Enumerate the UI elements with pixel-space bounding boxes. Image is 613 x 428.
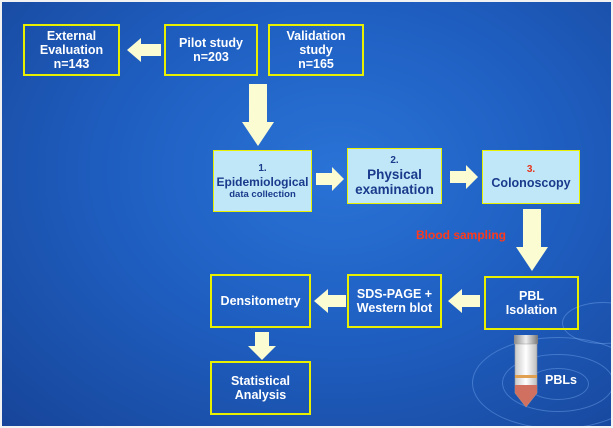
- sds-page-box: SDS-PAGE + Western blot: [347, 274, 442, 328]
- blood-sampling-label: Blood sampling: [416, 228, 506, 242]
- pbl-line2: Isolation: [505, 303, 558, 317]
- arrow-physical-to-colonoscopy: [450, 165, 478, 189]
- external-line2: Evaluation: [39, 43, 104, 57]
- arrow-pbl-to-sds: [448, 289, 480, 313]
- epidemiological-box: 1. Epidemiological data collection: [213, 150, 312, 212]
- external-evaluation-box: External Evaluation n=143: [23, 24, 120, 76]
- epi-number: 1.: [258, 162, 267, 174]
- ripple-decoration: [502, 354, 611, 412]
- statistical-line2: Analysis: [234, 388, 287, 402]
- external-line3: n=143: [53, 57, 90, 71]
- pbl-isolation-box: PBL Isolation: [484, 276, 579, 330]
- arrow-colonoscopy-to-pbl: [516, 209, 548, 271]
- arrow-pilot-to-external: [127, 38, 161, 62]
- sds-line1: SDS-PAGE +: [356, 287, 433, 301]
- validation-line1: Validation: [286, 29, 346, 43]
- pilot-line1: Pilot study: [179, 36, 243, 50]
- colonoscopy-box: 3. Colonoscopy: [482, 150, 580, 204]
- colonoscopy-line1: Colonoscopy: [491, 176, 571, 190]
- external-line1: External: [46, 29, 97, 43]
- validation-line2: study: [299, 43, 333, 57]
- validation-study-box: Validation study n=165: [268, 24, 364, 76]
- physical-number: 2.: [390, 155, 399, 166]
- densitometry-box: Densitometry: [210, 274, 311, 328]
- ripple-decoration: [472, 337, 611, 426]
- arrow-sds-to-densitometry: [314, 289, 346, 313]
- pilot-study-box: Pilot study n=203: [164, 24, 258, 76]
- physical-line1: Physical: [367, 167, 422, 182]
- arrow-densitometry-to-statistical: [248, 332, 276, 360]
- statistical-line1: Statistical: [230, 374, 291, 388]
- epi-line2: data collection: [229, 188, 296, 200]
- pbls-label: PBLs: [545, 373, 577, 387]
- test-tube-icon: [514, 335, 538, 408]
- sds-line2: Western blot: [356, 301, 433, 315]
- validation-line3: n=165: [298, 57, 334, 71]
- densitometry-line1: Densitometry: [220, 294, 301, 308]
- physical-line2: examination: [355, 182, 434, 197]
- arrow-epi-to-physical: [316, 167, 344, 191]
- colonoscopy-number: 3.: [526, 164, 536, 175]
- epi-line1: Epidemiological: [216, 174, 309, 189]
- physical-examination-box: 2. Physical examination: [347, 148, 442, 204]
- arrow-down-to-epidemiological: [242, 84, 274, 146]
- pbl-line1: PBL: [519, 289, 544, 303]
- statistical-analysis-box: Statistical Analysis: [210, 361, 311, 415]
- pilot-line2: n=203: [193, 50, 229, 64]
